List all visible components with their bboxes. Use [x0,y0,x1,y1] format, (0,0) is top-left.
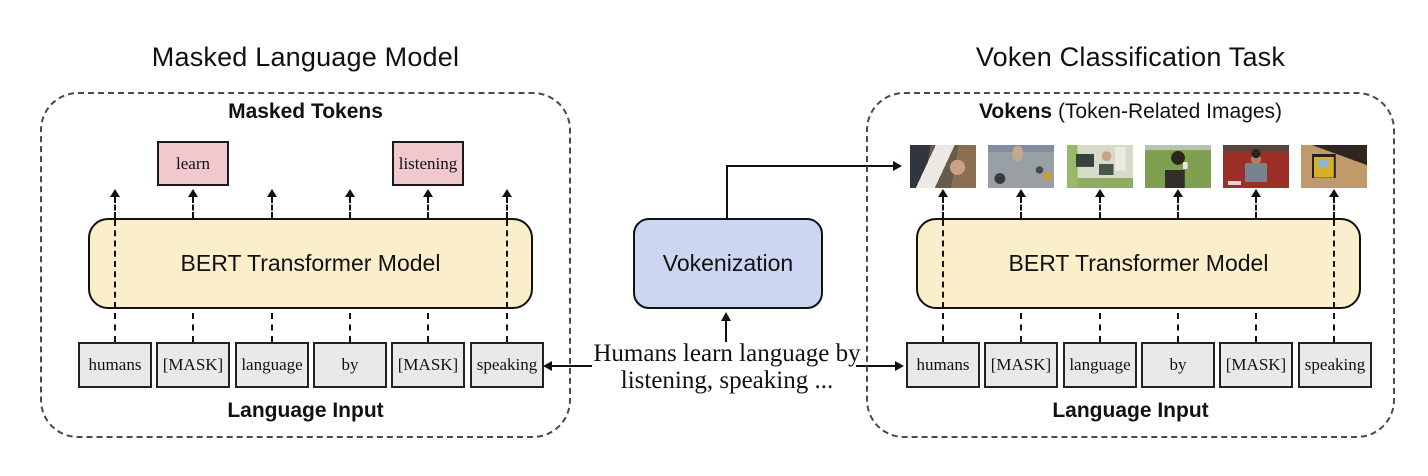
up-arrow-icon [423,189,433,218]
token-box: by [1141,342,1215,388]
voken-image-people-table [910,145,976,188]
dashed-line [271,313,273,342]
bert-model-label: BERT Transformer Model [1008,250,1269,276]
dashed-line [1255,313,1257,342]
dashed-line [1020,313,1022,342]
dashed-line [506,313,508,342]
up-arrow-icon [502,189,512,218]
dashed-line [114,220,116,308]
dashed-line [1099,313,1101,342]
dashed-line [114,313,116,342]
token-box: [MASK] [391,342,465,388]
connector-line [551,365,592,367]
dashed-line [942,313,944,342]
masked-language-model-panel [40,92,571,438]
vokens-heading-bold: Vokens [978,100,1053,123]
token-box: [MASK] [984,342,1058,388]
vokenization-label: Vokenization [662,250,794,276]
dashed-line [942,220,944,308]
masked-language-model-title: Masked Language Model [151,42,460,72]
up-arrow-icon [110,189,120,218]
bert-model-box-right: BERT Transformer Model [916,218,1361,309]
dashed-line [1333,220,1335,308]
voken-image-gps-device [1301,145,1367,188]
up-arrow-icon [345,189,355,218]
language-input-label-right: Language Input [1052,399,1209,422]
voken-classification-task-title: Voken Classification Task [975,42,1286,72]
vokens-heading: Vokens (Token-Related Images) [866,100,1395,124]
input-sentence: Humans learn language by listening, spea… [583,340,871,394]
voken-classification-panel [866,92,1395,438]
token-box: humans [906,342,980,388]
vokenization-box: Vokenization [633,218,823,309]
masked-tokens-heading: Masked Tokens [228,100,383,123]
bert-model-label: BERT Transformer Model [180,250,441,276]
dashed-line [506,220,508,308]
up-arrow-icon [938,189,948,218]
masked-output-box-learn: learn [157,141,229,186]
right-arrowhead-icon [895,361,904,371]
up-arrow-icon [1016,189,1026,218]
left-arrowhead-icon [543,361,552,371]
voken-image-red-couch [1223,145,1289,188]
up-arrowhead-icon [721,312,731,321]
up-arrow-icon [1251,189,1261,218]
connector-line [725,320,727,342]
dashed-line [1177,313,1179,342]
sentence-line-1: Humans learn language by [593,340,861,367]
bert-model-box-left: BERT Transformer Model [88,218,533,309]
up-arrow-icon [1329,189,1339,218]
vokens-heading-rest: (Token-Related Images) [1052,100,1283,123]
token-box: [MASK] [156,342,230,388]
dashed-line [192,313,194,342]
voken-image-monitor-room [1067,145,1133,188]
language-input-label-left: Language Input [227,399,384,422]
dashed-line [349,313,351,342]
up-arrow-icon [188,189,198,218]
up-arrow-icon [1095,189,1105,218]
token-box: speaking [470,342,544,388]
right-arrowhead-icon [893,161,902,171]
token-box: speaking [1298,342,1372,388]
connector-line [856,365,896,367]
token-box: language [235,342,309,388]
up-arrow-icon [267,189,277,218]
token-box: language [1063,342,1137,388]
token-box: humans [78,342,152,388]
sentence-line-2: listening, speaking ... [620,367,834,394]
token-box: by [313,342,387,388]
up-arrow-icon [1173,189,1183,218]
masked-output-box-listening: listening [392,141,464,186]
connector-line [726,165,893,167]
dashed-line [1333,313,1335,342]
dashed-line [427,313,429,342]
token-box: [MASK] [1219,342,1293,388]
voken-image-gray-table [988,145,1054,188]
voken-image-grass-field [1145,145,1211,188]
connector-line [726,166,728,218]
